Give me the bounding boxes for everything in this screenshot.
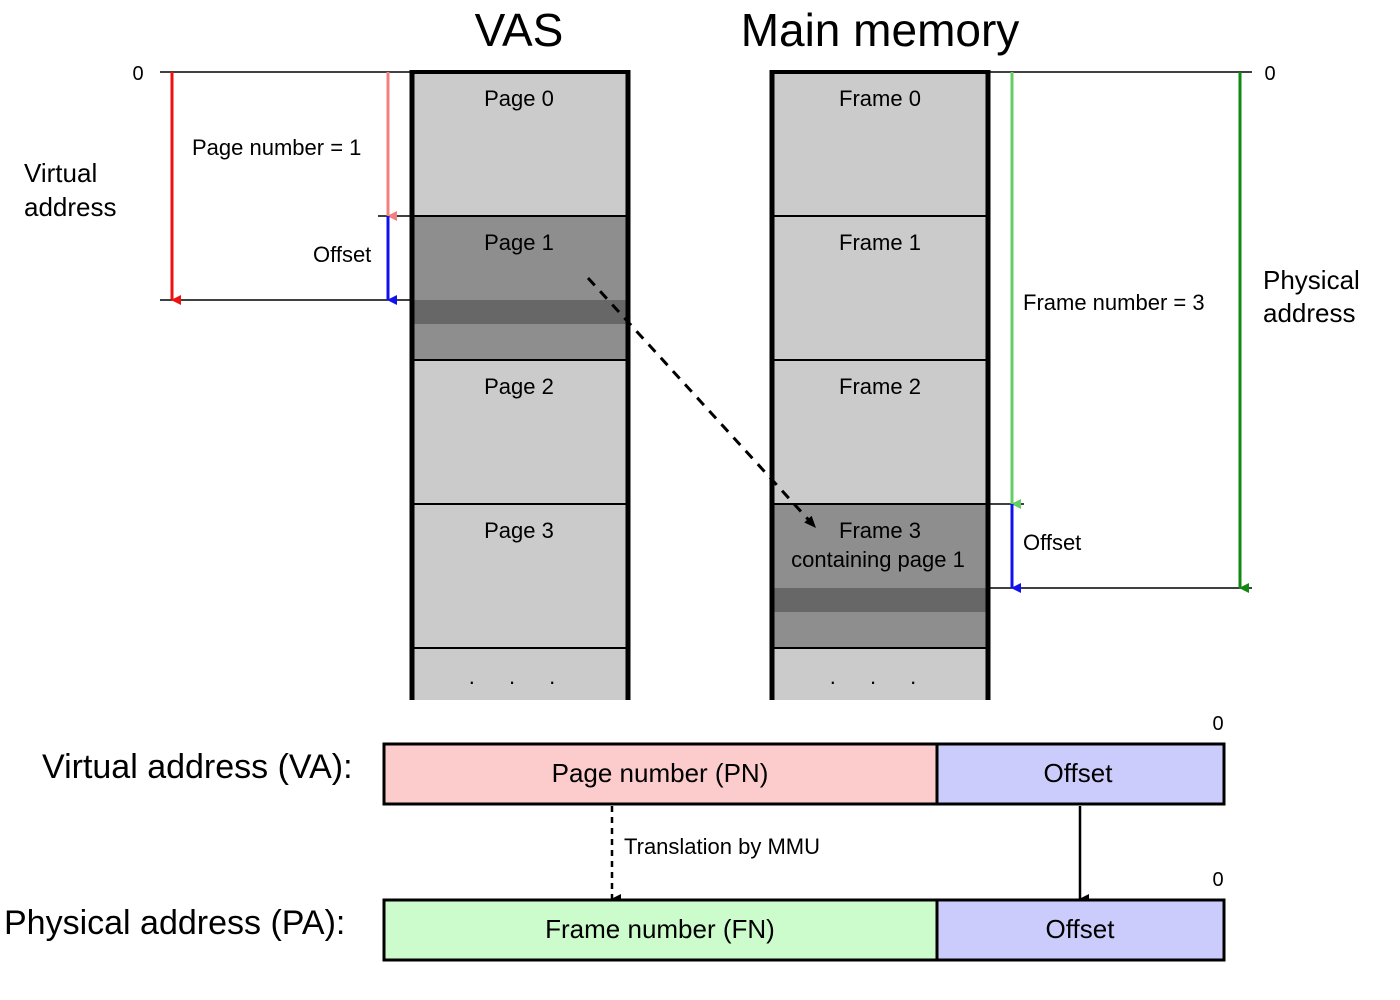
pa-frame-number-text: Frame number (FN) (545, 914, 775, 944)
virtual-address-bar: Virtual address (VA): 0 Page number (PN)… (42, 713, 1226, 806)
pa-offset-text: Offset (1046, 914, 1116, 944)
frame-3-cell (772, 504, 988, 648)
va-offset-label: Offset (313, 242, 371, 267)
physical-address-bar: Physical address (PA): 0 Frame number (F… (4, 869, 1226, 962)
pa-bar-label: Physical address (PA): (4, 904, 345, 942)
memory-ellipsis-cell (772, 648, 988, 700)
vas-page-0-cell (412, 72, 628, 216)
vas-title: VAS (475, 4, 564, 56)
frame-1-label: Frame 1 (839, 230, 921, 255)
vas-page-3-cell (412, 504, 628, 648)
vas-page-3-label: Page 3 (484, 518, 554, 543)
frame-0-label: Frame 0 (839, 86, 921, 111)
vas-page-1-cell (412, 216, 628, 360)
va-bar-label: Virtual address (VA): (42, 748, 353, 786)
va-page-number-text: Page number (PN) (552, 758, 769, 788)
page-number-label: Page number = 1 (192, 135, 361, 160)
memory-ellipsis: . . . (830, 664, 931, 689)
va-offset-field (935, 742, 1226, 806)
main-memory-title: Main memory (741, 4, 1020, 56)
frame-number-label: Frame number = 3 (1023, 290, 1205, 315)
vas-column: Page 0 Page 1 Page 2 Page 3 . . . (409, 70, 631, 700)
vas-ellipsis-cell (412, 648, 628, 700)
frame-2-cell (772, 360, 988, 504)
vas-page-2-label: Page 2 (484, 374, 554, 399)
frame-0-cell (772, 72, 988, 216)
main-memory-column: Frame 0 Frame 1 Frame 2 Frame 3 containi… (769, 70, 991, 700)
va-offset-text: Offset (1044, 758, 1114, 788)
vas-page-0-label: Page 0 (484, 86, 554, 111)
pa-offset-label: Offset (1023, 530, 1081, 555)
virtual-address-label-line1: Virtual (24, 158, 97, 188)
va-bar-zero: 0 (1212, 713, 1223, 735)
vas-page-2-cell (412, 360, 628, 504)
va-zero-label: 0 (132, 63, 143, 85)
physical-address-annotations: 0 Frame number = 3 Offset Physical addre… (988, 63, 1360, 593)
pa-zero-label: 0 (1264, 63, 1275, 85)
frame-2-label: Frame 2 (839, 374, 921, 399)
vas-ellipsis: . . . (469, 664, 570, 689)
pa-frame-number-field (382, 898, 939, 962)
frame-3-label: Frame 3 (839, 518, 921, 543)
mapping-arrow (586, 276, 818, 530)
frame-3-sublabel: containing page 1 (791, 547, 965, 572)
virtual-address-label-line2: address (24, 192, 117, 222)
pa-offset-field (935, 898, 1226, 962)
frame-3-highlight-band (772, 588, 988, 612)
vas-page-1-highlight-band (412, 300, 628, 324)
physical-address-label-line2: address (1263, 298, 1356, 328)
pa-bar-zero: 0 (1212, 869, 1223, 891)
vas-page-1-label: Page 1 (484, 230, 554, 255)
frame-1-cell (772, 216, 988, 360)
virtual-address-annotations: 0 Virtual address Page number = 1 Offset (24, 63, 412, 305)
physical-address-label-line1: Physical (1263, 265, 1360, 295)
mmu-translation-label: Translation by MMU (624, 834, 820, 859)
